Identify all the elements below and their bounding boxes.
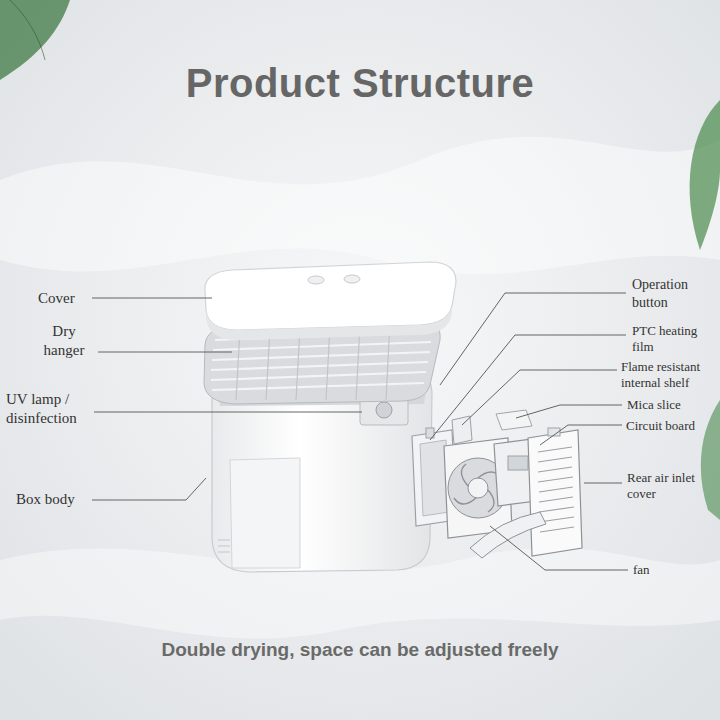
part-label: Circuit board [626,418,716,434]
part-label: Flame resistant internal shelf [621,359,715,392]
page-title: Product Structure [0,58,720,108]
part-label: UV lamp / disinfection [6,390,101,428]
part-label: PTC heating film [632,323,716,356]
part-label: Rear air inlet cover [627,470,715,503]
part-label: Box body [16,490,96,509]
part-label: Dry hanger [34,322,94,360]
page-caption: Double drying, space can be adjusted fre… [0,638,720,662]
part-label: Cover [38,289,98,308]
part-label: fan [633,562,693,578]
part-label: Operation button [632,276,714,311]
part-label: Mica slice [627,397,715,413]
